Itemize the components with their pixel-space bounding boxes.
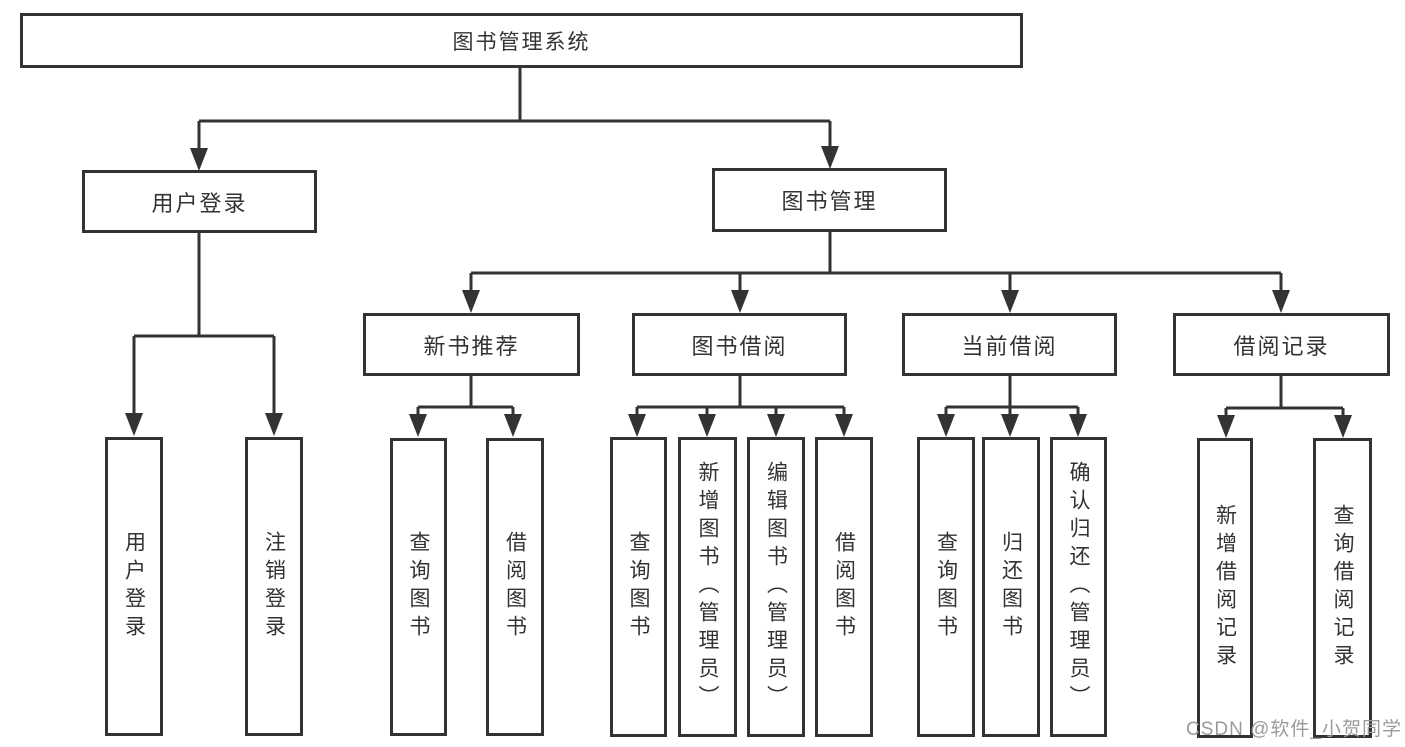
node-cb-query-books: 查询图书 xyxy=(917,437,975,737)
node-book-management: 图书管理 xyxy=(712,168,947,232)
leaf-label: 借阅图书 xyxy=(503,531,527,643)
leaf-label: 查询图书 xyxy=(627,531,650,643)
node-br-query-record: 查询借阅记录 xyxy=(1313,438,1372,738)
leaf-label: 借阅图书 xyxy=(832,531,856,643)
leaf-label: 查询图书 xyxy=(407,531,430,643)
arrowheads xyxy=(125,146,1352,438)
node-current-borrow: 当前借阅 xyxy=(902,313,1117,376)
leaf-label: 用户登录 xyxy=(122,530,146,643)
node-root: 图书管理系统 xyxy=(20,13,1023,68)
node-bb-query-books: 查询图书 xyxy=(610,437,667,737)
leaf-label: 注销登录 xyxy=(262,530,286,643)
node-bb-borrow-books: 借阅图书 xyxy=(815,437,873,737)
node-cb-confirm-return-admin: 确认归还（管理员） xyxy=(1050,437,1107,737)
node-new-book-recommend: 新书推荐 xyxy=(363,313,580,376)
leaf-label: 新增借阅记录 xyxy=(1213,504,1237,672)
node-nb-query-books: 查询图书 xyxy=(390,438,447,736)
leaf-label: 确认归还（管理员） xyxy=(1067,461,1090,713)
leaf-label: 查询图书 xyxy=(934,531,958,643)
node-br-add-record: 新增借阅记录 xyxy=(1197,438,1253,738)
node-bb-add-books-admin: 新增图书（管理员） xyxy=(678,437,737,737)
node-logout-leaf: 注销登录 xyxy=(245,437,303,736)
leaf-label: 新增图书（管理员） xyxy=(696,461,719,713)
node-borrow-records: 借阅记录 xyxy=(1173,313,1390,376)
csdn-watermark: CSDN @软件_小贺同学 xyxy=(1186,719,1402,740)
node-user-login: 用户登录 xyxy=(82,170,317,233)
node-book-borrow: 图书借阅 xyxy=(632,313,847,376)
leaf-label: 查询借阅记录 xyxy=(1331,504,1354,672)
node-user-login-leaf: 用户登录 xyxy=(105,437,163,736)
node-cb-return-books: 归还图书 xyxy=(982,437,1040,737)
leaf-label: 编辑图书（管理员） xyxy=(764,461,788,713)
leaf-label: 归还图书 xyxy=(999,531,1023,643)
node-bb-edit-books-admin: 编辑图书（管理员） xyxy=(747,437,805,737)
node-nb-borrow-books: 借阅图书 xyxy=(486,438,544,736)
